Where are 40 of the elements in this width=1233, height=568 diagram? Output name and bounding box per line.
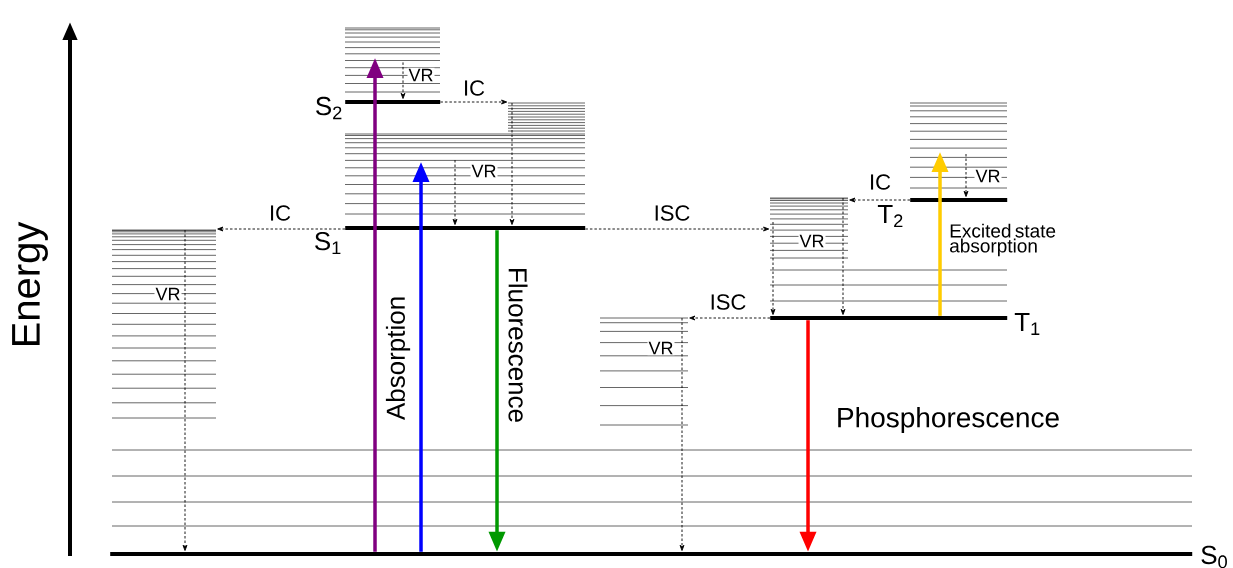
vibrational-levels <box>344 27 441 93</box>
arrow <box>849 197 911 203</box>
edge-label: Fluorescence <box>508 269 528 422</box>
state-label: S$_{1}$ <box>315 231 341 255</box>
arrow <box>217 226 346 232</box>
edge-label: IC <box>465 80 485 96</box>
vibrational-levels <box>599 317 689 426</box>
axis-label: Energy <box>12 221 48 346</box>
edge-label: VR <box>974 168 1002 184</box>
edge-label: ISC <box>711 294 746 310</box>
edge-label: VR <box>798 233 826 249</box>
vibrational-levels <box>909 102 1008 189</box>
arrow <box>439 99 508 105</box>
edge-label: Absorption <box>385 297 411 421</box>
vibrational-levels <box>507 102 586 132</box>
arrow <box>400 61 406 99</box>
arrow <box>689 315 771 321</box>
arrow <box>182 229 188 551</box>
edge-label: Phosphorescence <box>838 406 1059 434</box>
state-label: T$_{1}$ <box>1014 313 1040 335</box>
arrow <box>840 197 846 315</box>
edge-label: Excited state absorption <box>950 223 1056 257</box>
state-label: S$_{2}$ <box>316 96 342 120</box>
arrow <box>584 226 770 232</box>
arrow <box>679 317 685 551</box>
vibrational-levels <box>111 229 217 419</box>
vibrational-levels <box>389 133 505 215</box>
state-label: T$_{2}$ <box>877 205 903 227</box>
edge-label: VR <box>154 286 182 302</box>
vibrational-levels <box>769 197 849 259</box>
arrow <box>452 159 458 225</box>
edge-label: VR <box>647 340 675 356</box>
state-label: S$_{0}$ <box>1201 545 1227 568</box>
arrow <box>770 221 776 315</box>
edge-label: IC <box>871 174 891 190</box>
arrow <box>963 153 969 197</box>
edge-label: ISC <box>655 205 690 221</box>
arrow <box>509 102 515 225</box>
edge-label: VR <box>470 163 498 179</box>
edge-label: IC <box>271 205 291 221</box>
